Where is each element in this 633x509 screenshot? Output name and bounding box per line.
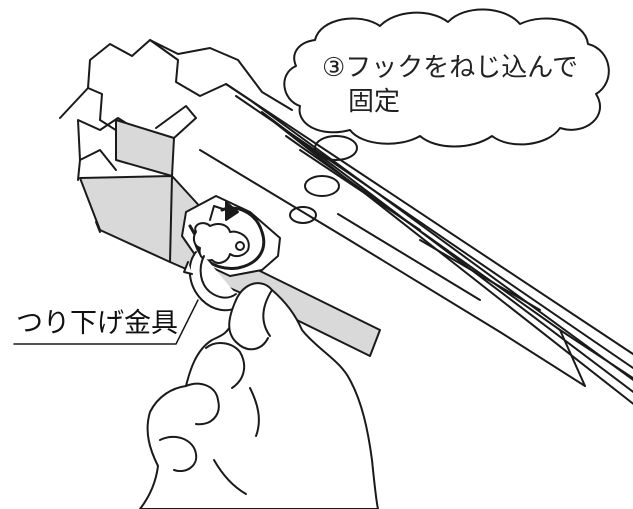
hanging-hook — [183, 222, 250, 312]
thought-cloud — [283, 8, 610, 148]
fixture-housing — [59, 39, 633, 405]
hand-illustration — [139, 282, 379, 509]
thought-bubble-small — [289, 206, 317, 224]
part-label: つり下げ金具 — [16, 308, 178, 339]
callout-step-text-continued: 固定 — [348, 87, 401, 117]
thought-bubble-medium — [304, 175, 340, 197]
label-leader — [13, 299, 199, 345]
callout-step-text: ③フックをねじ込んで — [322, 53, 579, 83]
